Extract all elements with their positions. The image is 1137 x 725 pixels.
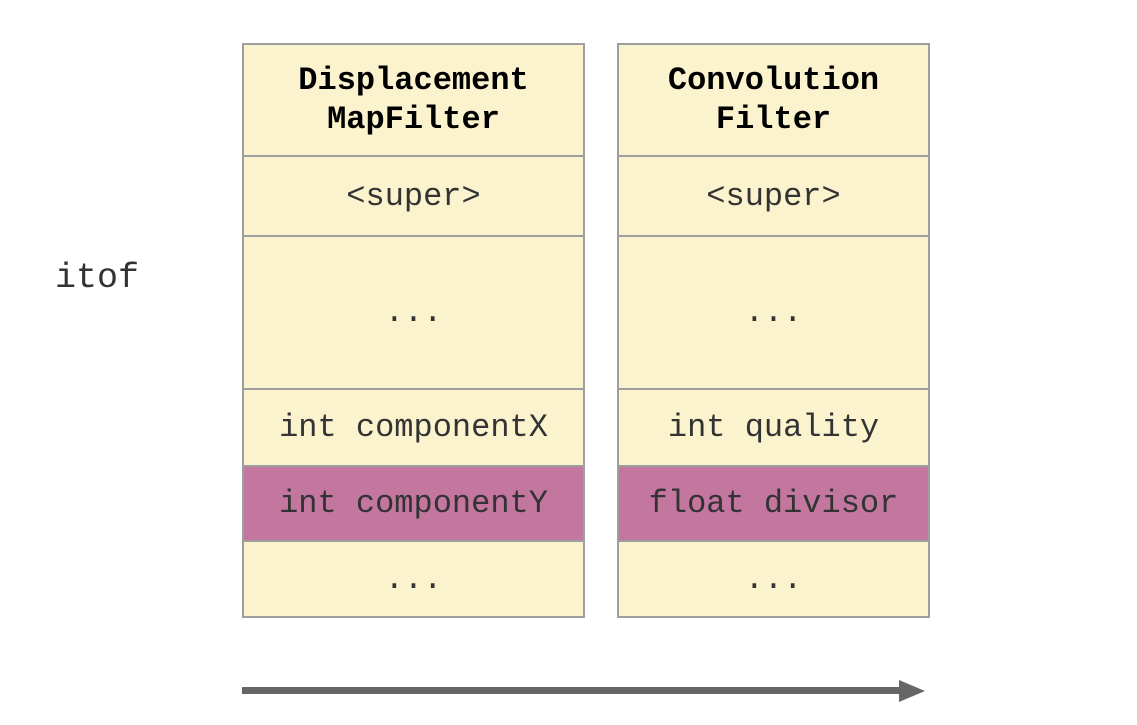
class-name-line: Displacement bbox=[298, 61, 529, 99]
table-row-field: int componentX bbox=[244, 390, 583, 467]
table-row-field: int quality bbox=[619, 390, 928, 467]
class-table-displacement-map-filter: Displacement MapFilter <super> ... int c… bbox=[242, 43, 585, 618]
row-label: <super> bbox=[706, 177, 841, 215]
class-name-line: Filter bbox=[715, 101, 832, 138]
table-row-ellipsis: ... bbox=[619, 542, 928, 616]
class-name-line: MapFilter bbox=[327, 101, 500, 138]
row-label: float divisor bbox=[648, 485, 899, 522]
class-table-convolution-filter: Convolution Filter <super> ... int quali… bbox=[617, 43, 930, 618]
arrow-shaft bbox=[242, 687, 899, 694]
row-label: ... bbox=[384, 560, 443, 598]
class-name-line: Convolution bbox=[667, 61, 880, 99]
row-label: int componentY bbox=[279, 485, 548, 522]
table-row-field-highlighted: float divisor bbox=[619, 467, 928, 542]
class-table-header: Displacement MapFilter bbox=[244, 45, 583, 157]
row-label: <super> bbox=[346, 177, 481, 215]
arrow-right-head-icon bbox=[899, 680, 925, 702]
class-table-header: Convolution Filter bbox=[619, 45, 928, 157]
table-row-field-highlighted: int componentY bbox=[244, 467, 583, 542]
table-row-ellipsis: ... bbox=[244, 237, 583, 390]
table-row-ellipsis: ... bbox=[244, 542, 583, 616]
table-row-super: <super> bbox=[244, 157, 583, 237]
itof-label: itof bbox=[55, 258, 140, 298]
table-row-ellipsis: ... bbox=[619, 237, 928, 390]
row-label: ... bbox=[744, 560, 803, 598]
row-label: ... bbox=[384, 294, 443, 331]
row-label: int componentX bbox=[279, 409, 548, 446]
row-label: int quality bbox=[667, 409, 880, 446]
table-row-super: <super> bbox=[619, 157, 928, 237]
row-label: ... bbox=[744, 294, 803, 331]
